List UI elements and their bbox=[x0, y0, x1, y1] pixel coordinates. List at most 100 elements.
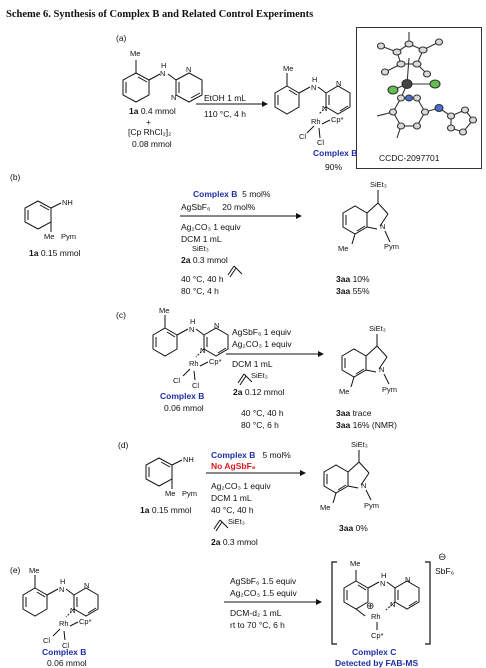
c-p-pym: Pym bbox=[382, 385, 397, 394]
e-plus-charge: ⊕ bbox=[366, 601, 375, 612]
b-aryl-amine-structure bbox=[24, 200, 62, 232]
e-complex-c-brackets bbox=[331, 561, 431, 645]
a-cp: Cp* bbox=[331, 115, 344, 124]
a-p-n3: N bbox=[322, 104, 328, 113]
c-cp: Cp* bbox=[209, 357, 222, 366]
d-no-additive: No AgSbF₆ bbox=[211, 461, 256, 471]
e-p-n3: N bbox=[390, 600, 396, 609]
a-cond-temp: 110 °C, 4 h bbox=[204, 109, 246, 119]
c-n2: N bbox=[214, 321, 220, 330]
a-sm-n: N bbox=[160, 69, 166, 78]
e-additive: AgSbF₆ 1.5 equiv bbox=[230, 576, 297, 586]
d-r1-label: 1a bbox=[140, 505, 150, 515]
e-solvent: DCM-d₂ 1 mL bbox=[230, 608, 282, 618]
c-complex-b-structure bbox=[152, 315, 229, 381]
b-p-pym: Pym bbox=[384, 242, 399, 251]
c-alkene-structure bbox=[237, 373, 253, 386]
d-aryl-amine-structure bbox=[145, 457, 183, 489]
d-r2-amount: 0.3 mmol bbox=[222, 537, 258, 547]
ortep-structure-image bbox=[376, 32, 478, 139]
a-p-n: N bbox=[311, 83, 317, 92]
e-anion: SbF₆ bbox=[435, 566, 455, 576]
d-yield-label: 3aa bbox=[339, 523, 354, 533]
b-p-n: N bbox=[380, 222, 386, 231]
a-yield: 90% bbox=[325, 162, 343, 172]
b-catalyst: Complex B bbox=[193, 189, 238, 199]
c-yield2-label: 3aa bbox=[336, 420, 351, 430]
e-detected-by: Detected by FAB-MS bbox=[335, 658, 419, 668]
a-r2-amount: 0.08 mmol bbox=[132, 139, 172, 149]
e-oxidant: Ag₂CO₃ 1.5 equiv bbox=[230, 588, 297, 598]
a-r1-amount: 0.4 mmol bbox=[140, 106, 176, 116]
d-p-n: N bbox=[361, 481, 367, 490]
d-r1-amount: 0.15 mmol bbox=[151, 505, 192, 515]
d-label: (d) bbox=[118, 440, 129, 450]
e-catalyst: Complex B bbox=[42, 647, 87, 657]
a-aryl-amine-structure bbox=[122, 60, 203, 103]
b-solvent: DCM 1 mL bbox=[181, 234, 222, 244]
b-r1-amount: 0.15 mmol bbox=[40, 248, 81, 258]
a-product-name: Complex B bbox=[313, 148, 358, 158]
d-r2-label: 2a bbox=[211, 537, 221, 547]
b-r2-amount: 0.3 mmol bbox=[192, 255, 228, 265]
a-cl2: Cl bbox=[317, 138, 325, 147]
c-catalyst: Complex B bbox=[160, 391, 205, 401]
e-p-me: Me bbox=[350, 559, 361, 568]
c-p-si: SiEt₃ bbox=[369, 324, 386, 333]
c-alkene-si: SiEt₃ bbox=[251, 371, 268, 380]
b-yield1: 10% bbox=[352, 274, 370, 284]
b-alkene-si: SiEt₃ bbox=[192, 244, 209, 253]
e-cl1: Cl bbox=[43, 636, 51, 645]
e-label: (e) bbox=[10, 565, 21, 575]
b-additive: AgSbF₆ bbox=[181, 202, 211, 212]
e-catalyst-amount: 0.06 mmol bbox=[47, 658, 87, 668]
d-catalyst: Complex B bbox=[211, 450, 256, 460]
c-me: Me bbox=[159, 306, 170, 315]
d-oxidant: Ag₂CO₃ 1 equiv bbox=[211, 481, 271, 491]
e-rh: Rh bbox=[59, 619, 69, 628]
d-yield: 0% bbox=[355, 523, 368, 533]
a-r1-label: 1a bbox=[129, 106, 139, 116]
a-complex-b-structure bbox=[274, 73, 351, 139]
a-cl1: Cl bbox=[299, 132, 307, 141]
c-r2-amount: 0.12 mmol bbox=[244, 387, 285, 397]
e-temp: rt to 70 °C, 6 h bbox=[230, 620, 285, 630]
a-p-me: Me bbox=[283, 64, 294, 73]
b-p-me: Me bbox=[338, 244, 349, 253]
c-cond-2: 80 °C, 6 h bbox=[241, 420, 279, 430]
e-minus-charge: ⊖ bbox=[438, 552, 447, 563]
b-alkene-structure bbox=[227, 265, 243, 278]
c-p-n: N bbox=[379, 365, 385, 374]
a-p-h: H bbox=[312, 75, 318, 84]
ccdc-number: CCDC-2097701 bbox=[379, 153, 440, 163]
c-rh: Rh bbox=[189, 359, 199, 368]
d-p-si: SiEt₃ bbox=[351, 440, 368, 449]
c-catalyst-amount: 0.06 mmol bbox=[164, 403, 204, 413]
e-n3: N bbox=[70, 606, 76, 615]
e-p-rh: Rh bbox=[371, 612, 381, 621]
e-complex-b-structure bbox=[22, 575, 99, 641]
c-yield1: trace bbox=[352, 408, 372, 418]
c-cl2: Cl bbox=[192, 381, 200, 390]
c-n3: N bbox=[200, 346, 206, 355]
d-me: Me bbox=[165, 489, 176, 498]
b-r1-label: 1a bbox=[29, 248, 39, 258]
b-p-si: SiEt₃ bbox=[370, 180, 387, 189]
e-cp: Cp* bbox=[79, 617, 92, 626]
d-pym: Pym bbox=[182, 489, 197, 498]
c-yield1-label: 3aa bbox=[336, 408, 351, 418]
b-r2-label: 2a bbox=[181, 255, 191, 265]
e-me: Me bbox=[29, 566, 40, 575]
e-cl2: Cl bbox=[62, 641, 70, 650]
crystal-structure-panel: CCDC-2097701 bbox=[356, 27, 482, 169]
b-indoline-structure bbox=[342, 190, 391, 245]
d-p-me: Me bbox=[320, 503, 331, 512]
c-solvent: DCM 1 mL bbox=[232, 359, 273, 369]
a-p-n2: N bbox=[336, 79, 342, 88]
b-oxidant: Ag₂CO₃ 1 equiv bbox=[181, 222, 241, 232]
d-solvent: DCM 1 mL bbox=[211, 493, 252, 503]
a-sm-me: Me bbox=[130, 49, 141, 58]
d-alkene-structure bbox=[213, 519, 229, 532]
scheme-title: Scheme 6. Synthesis of Complex B and Rel… bbox=[6, 9, 314, 20]
